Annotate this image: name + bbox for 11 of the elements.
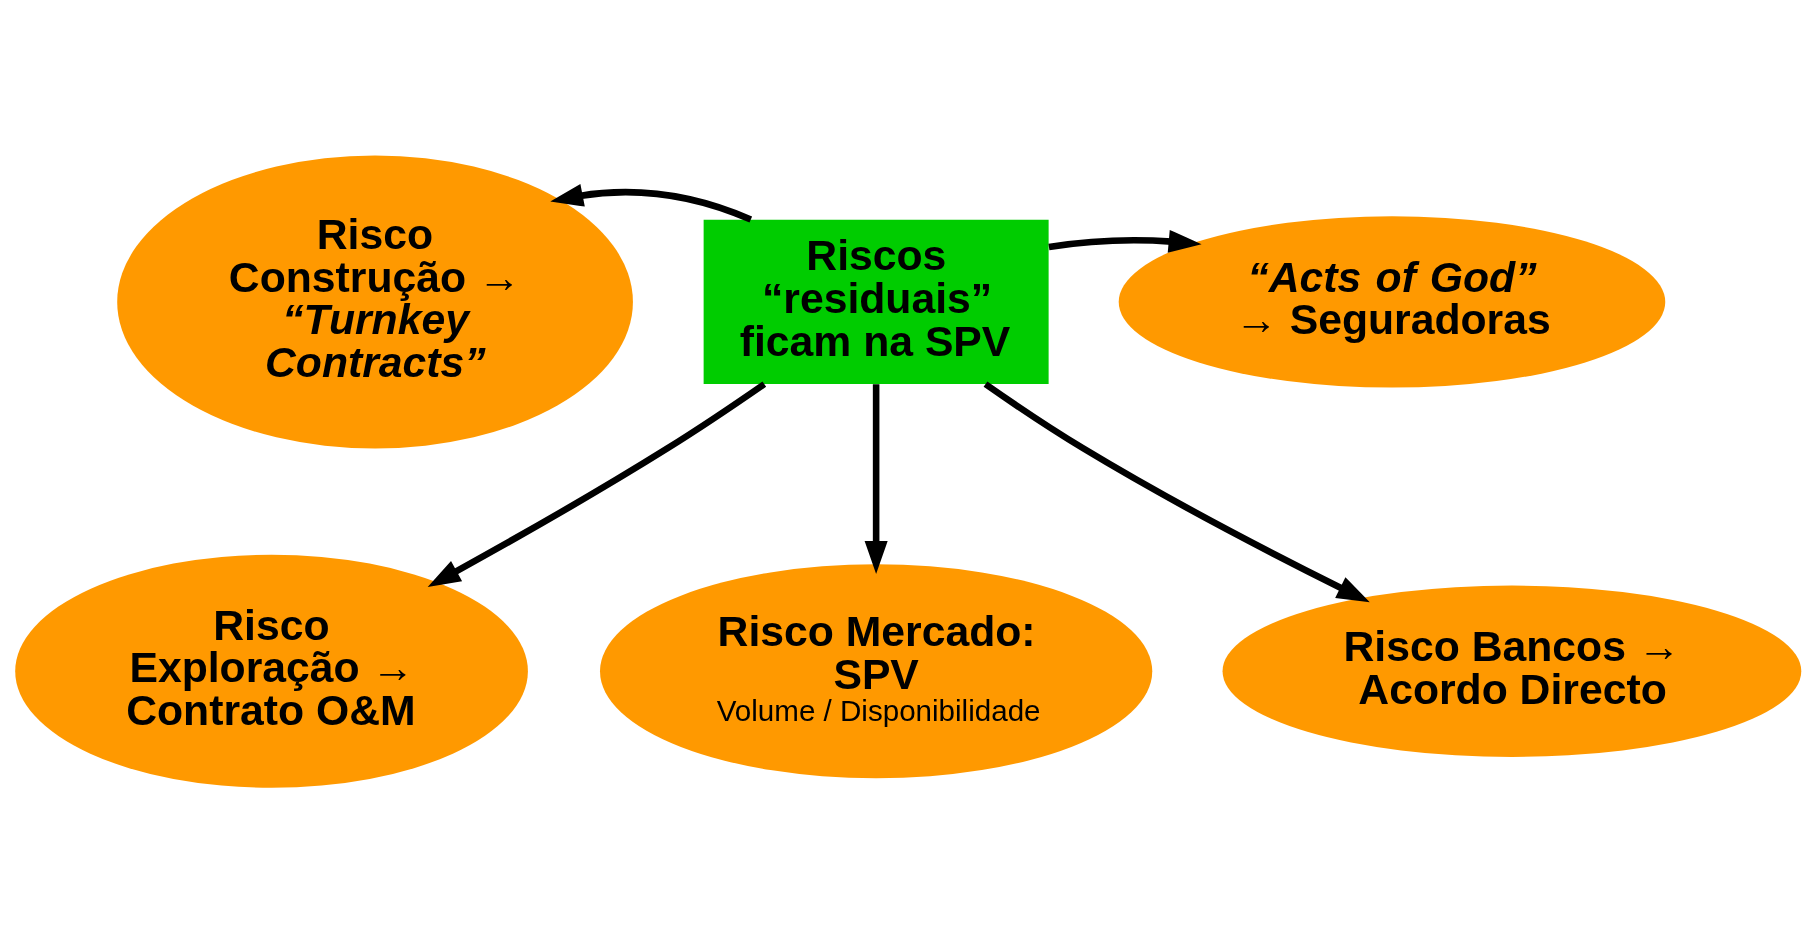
- arrow: [983, 381, 1370, 603]
- arrow: [550, 183, 753, 223]
- arrow: [864, 384, 888, 574]
- node-ellipse: Risco Exploração → Contrato O&M: [15, 554, 528, 788]
- arrow: [1048, 229, 1202, 253]
- arrow: [427, 381, 767, 587]
- node-ellipse: Risco Bancos → Acordo Directo: [1222, 585, 1802, 757]
- node-ellipse: Risco Construção → “Turnkey Contracts”: [117, 155, 633, 449]
- node-ellipse: “Acts of God” → Seguradoras: [1118, 216, 1666, 388]
- node-ellipse: Risco Mercado: SPV Volume / Disponibilidade: [600, 564, 1153, 779]
- node-box: Riscos “residuais” ficam na SPV: [703, 219, 1049, 385]
